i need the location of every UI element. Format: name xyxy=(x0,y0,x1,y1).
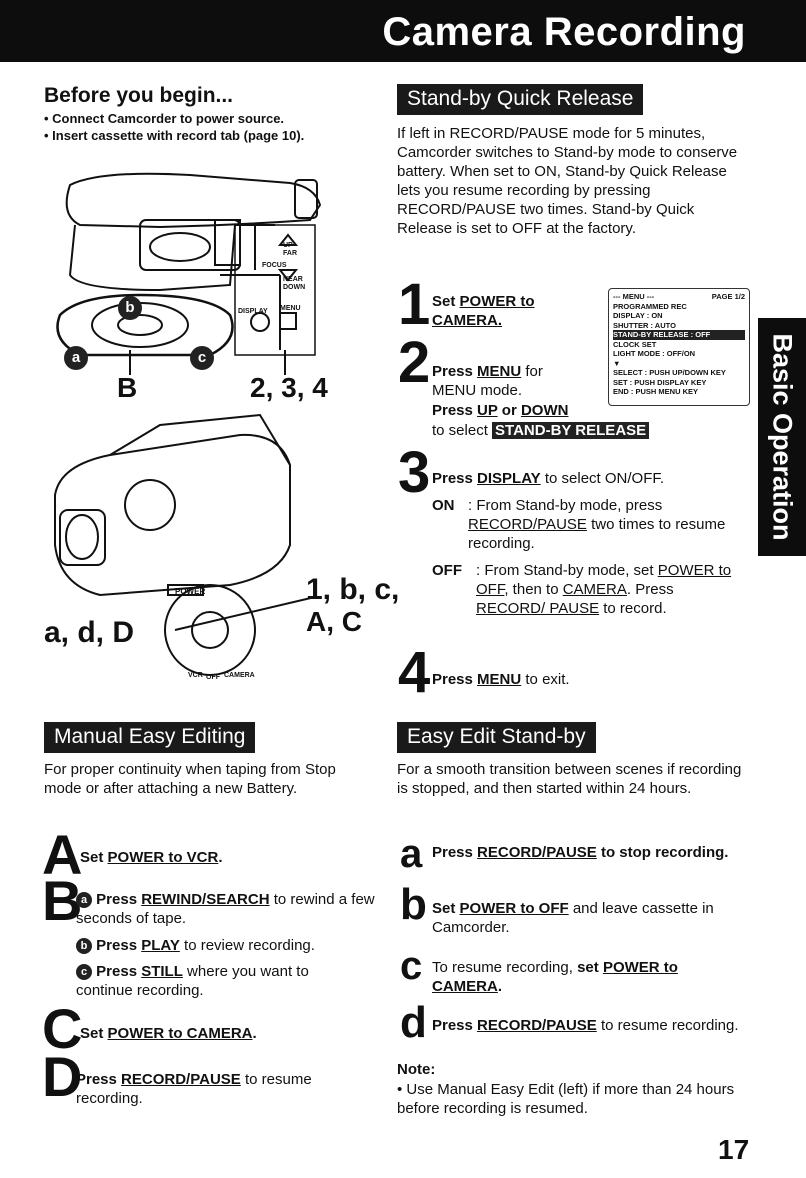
standby-step1: Set POWER to CAMERA. xyxy=(432,293,535,329)
label-off: OFF xyxy=(206,674,220,681)
label-b: B xyxy=(117,372,138,403)
label-focus: FOCUS xyxy=(262,262,287,269)
manual-step-C: C xyxy=(42,997,83,1060)
circ-b-icon: b xyxy=(118,296,142,320)
label-camera: CAMERA xyxy=(224,672,255,679)
label-234: 2, 3, 4 xyxy=(250,372,328,403)
manual-intro: For proper continuity when taping from S… xyxy=(44,761,336,797)
standby-step2: Press MENU for MENU mode. xyxy=(432,363,543,399)
standby-off: OFF: From Stand-by mode, set POWER to OF… xyxy=(432,562,732,617)
manual-step-A: A xyxy=(42,823,83,886)
easy-note: • Use Manual Easy Edit (left) if more th… xyxy=(397,1081,735,1117)
standby-step1-num: 1 xyxy=(398,272,431,337)
manual-step-B: B xyxy=(42,869,83,932)
label-display: DISPLAY xyxy=(238,308,268,315)
before-title: Before you begin... xyxy=(44,84,234,107)
standby-step4: Press MENU to exit. xyxy=(432,671,570,688)
manual-step-B3: c Press STILL where you want to continue… xyxy=(76,963,309,999)
manual-step-C-text: Set POWER to CAMERA. xyxy=(80,1025,257,1042)
manual-title: Manual Easy Editing xyxy=(44,722,256,753)
circ-c-icon: c xyxy=(190,346,214,370)
side-tab-label: Basic Operation xyxy=(767,333,798,541)
manual-step-B1: a Press REWIND/SEARCH to rewind a few se… xyxy=(76,891,375,927)
standby-step2b: Press UP or DOWN xyxy=(432,402,569,419)
circ-a-icon: a xyxy=(64,346,88,370)
page-title: Camera Recording xyxy=(382,10,746,54)
page-number: 17 xyxy=(718,1134,750,1165)
easy-step-b: b xyxy=(400,880,427,929)
before-item: • Connect Camcorder to power source. xyxy=(44,111,285,126)
easy-step-a-text: Press RECORD/PAUSE to stop recording. xyxy=(432,844,729,861)
label-menu: MENU xyxy=(280,305,301,312)
standby-step2-num: 2 xyxy=(398,330,431,395)
standby-step3-num: 3 xyxy=(398,440,431,505)
standby-step4-num: 4 xyxy=(398,640,431,705)
label-1bc: 1, b, c, xyxy=(306,573,400,606)
standby-on: ON: From Stand-by mode, press RECORD/PAU… xyxy=(432,497,726,552)
header-bar xyxy=(0,0,806,62)
easy-step-b-text: Set POWER to OFF and leave cassette in C… xyxy=(432,900,714,936)
label-vcr: VCR xyxy=(188,672,203,679)
standby-title: Stand-by Quick Release xyxy=(397,84,644,115)
before-item: • Insert cassette with record tab (page … xyxy=(44,128,305,143)
menu-screen: --- MENU ---PAGE 1/2 PROGRAMMED REC DISP… xyxy=(608,288,750,406)
easy-step-d: d xyxy=(400,998,427,1047)
manual-step-D: D xyxy=(42,1045,83,1108)
standby-step2c: to select STAND-BY RELEASE xyxy=(432,421,732,440)
manual-step-A-text: Set POWER to VCR. xyxy=(80,849,223,866)
easy-title: Easy Edit Stand-by xyxy=(397,722,596,753)
easy-step-d-text: Press RECORD/PAUSE to resume recording. xyxy=(432,1017,739,1034)
easy-note-title: Note: xyxy=(397,1061,436,1078)
label-adD: a, d, D xyxy=(44,616,135,649)
before-list: • Connect Camcorder to power source. • I… xyxy=(44,110,304,144)
easy-step-c-text: To resume recording, set POWER to CAMERA… xyxy=(432,959,678,995)
manual-step-B2: b Press PLAY to review recording. xyxy=(76,936,376,955)
side-tab: Basic Operation xyxy=(758,318,806,556)
label-power: POWER xyxy=(175,587,206,596)
standby-step3: Press DISPLAY to select ON/OFF. xyxy=(432,470,665,487)
easy-intro: For a smooth transition between scenes i… xyxy=(397,761,742,797)
easy-step-c: c xyxy=(400,944,423,988)
standby-intro: If left in RECORD/PAUSE mode for 5 minut… xyxy=(397,125,738,237)
easy-step-a: a xyxy=(400,832,423,876)
manual-step-D-text: Press RECORD/PAUSE to resume recording. xyxy=(76,1071,312,1107)
label-ac: A, C xyxy=(306,606,362,637)
